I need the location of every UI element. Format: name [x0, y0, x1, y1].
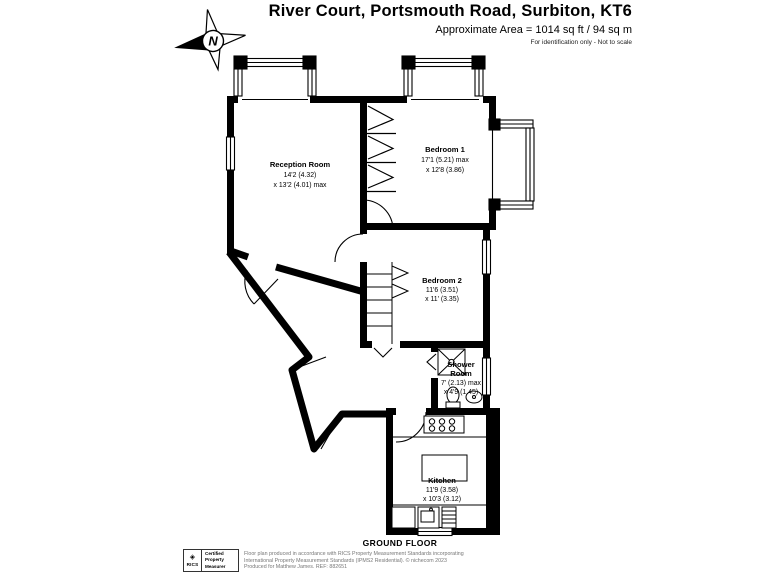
- room-labels: Reception Room 14'2 (4.32) x 13'2 (4.01)…: [270, 145, 482, 548]
- page-title: River Court, Portsmouth Road, Surbiton, …: [268, 2, 632, 20]
- bedroom2-label: Bedroom 2 11'6 (3.51) x 11' (3.35): [422, 276, 462, 303]
- compass-rose: N: [174, 9, 246, 72]
- cert-line-1: Certified: [205, 551, 224, 557]
- svg-text:Kitchen: Kitchen: [428, 476, 456, 485]
- svg-text:Bedroom 2: Bedroom 2: [422, 276, 462, 285]
- svg-text:x 13'2 (4.01) max: x 13'2 (4.01) max: [273, 182, 327, 189]
- bedroom1-wardrobes: [367, 105, 396, 193]
- cupboard-door-wedges: [391, 265, 410, 299]
- cupboard-shelves: [367, 262, 393, 344]
- windows: [225, 55, 535, 537]
- bedroom2-door-arc: [334, 233, 364, 263]
- disclaimer-line-3: Produced for Matthew James. REF: 882651: [244, 564, 348, 571]
- shower-tray: [437, 348, 466, 376]
- compass-circle: [201, 29, 225, 53]
- cert-line-2: Property: [205, 557, 224, 563]
- svg-text:11'9 (3.58): 11'9 (3.58): [426, 487, 458, 494]
- kitchen-label: Kitchen 11'9 (3.58) x 10'3 (3.12): [423, 476, 461, 503]
- disclaimer-line-2: International Property Measurement Stand…: [244, 557, 447, 564]
- bedroom2-walls: [360, 223, 490, 348]
- svg-text:x 4'9 (1.45): x 4'9 (1.45): [444, 389, 478, 396]
- shower-room-label: Shower Room 7' (2.13) max x 4'9 (1.45): [441, 360, 482, 396]
- bedroom2-cupboard: [367, 262, 410, 344]
- hall-entrance-walls: [226, 249, 389, 453]
- reception-door-arc: [244, 269, 255, 305]
- svg-text:7' (2.13) max: 7' (2.13) max: [441, 380, 482, 387]
- compass-north-label: N: [208, 34, 218, 49]
- rics-wordmark: RICS: [186, 562, 199, 567]
- bedroom1-walls: [360, 96, 496, 230]
- svg-text:x 11' (3.35): x 11' (3.35): [425, 296, 459, 303]
- bedroom1-label: Bedroom 1 17'1 (5.21) max x 12'8 (3.86): [421, 145, 469, 174]
- kitchen-walls: [386, 408, 500, 535]
- building-walls: [226, 96, 500, 535]
- rics-certification-badge: ◈ RICS Certified Property Measurer: [183, 549, 239, 572]
- approximate-area: Approximate Area = 1014 sq ft / 94 sq m: [435, 24, 632, 36]
- reception-bay-window: [233, 55, 317, 101]
- kitchen-right-thick-wall: [486, 408, 500, 535]
- shower-room-fixtures: [437, 348, 483, 409]
- shower-door-chevron: [426, 353, 437, 371]
- rics-lion-icon: ◈: [189, 554, 196, 561]
- bedroom1-bay-window: [401, 55, 486, 101]
- svg-text:Room: Room: [450, 369, 472, 378]
- lobby-opening-chevron: [373, 347, 393, 358]
- floor-label: GROUND FLOOR: [363, 538, 438, 548]
- cert-line-3: Measurer: [205, 563, 226, 569]
- reception-room-label: Reception Room 14'2 (4.32) x 13'2 (4.01)…: [270, 160, 331, 189]
- vestibule-door-leaf: [293, 356, 327, 370]
- bedroom1-side-bay-window: [488, 118, 535, 211]
- certified-property-measurer: Certified Property Measurer: [202, 550, 238, 571]
- svg-text:x 12'8 (3.86): x 12'8 (3.86): [426, 167, 464, 174]
- svg-text:Reception Room: Reception Room: [270, 160, 331, 169]
- svg-text:14'2 (4.32): 14'2 (4.32): [284, 172, 317, 179]
- appliance: [441, 506, 457, 529]
- plan-disclaimer: Floor plan produced in accordance with R…: [244, 551, 464, 571]
- kitchen-unit: [391, 506, 416, 529]
- svg-text:11'6 (3.51): 11'6 (3.51): [426, 287, 458, 294]
- rics-logo: ◈ RICS: [184, 550, 202, 571]
- svg-text:17'1 (5.21) max: 17'1 (5.21) max: [421, 157, 469, 164]
- north-arrow-icon: [174, 34, 208, 51]
- identification-note: For identification only - Not to scale: [530, 39, 632, 46]
- basin: [465, 390, 483, 404]
- disclaimer-line-1: Floor plan produced in accordance with R…: [244, 551, 464, 557]
- reception-walls: [227, 96, 407, 296]
- bedroom1-door-arc: [362, 199, 394, 231]
- entrance-door-leaf: [312, 415, 341, 450]
- shower-room-walls: [431, 341, 490, 412]
- kitchen-fixtures: [391, 415, 486, 529]
- svg-text:Shower: Shower: [447, 360, 474, 369]
- wardrobe-bifold-doors: [367, 105, 395, 189]
- reception-door-leaf: [253, 278, 279, 305]
- svg-text:Bedroom 1: Bedroom 1: [425, 145, 465, 154]
- doors: [244, 199, 437, 450]
- svg-text:x 10'3 (3.12): x 10'3 (3.12): [423, 496, 461, 503]
- kitchen-island: [421, 454, 468, 482]
- plan-header: River Court, Portsmouth Road, Surbiton, …: [269, 2, 632, 46]
